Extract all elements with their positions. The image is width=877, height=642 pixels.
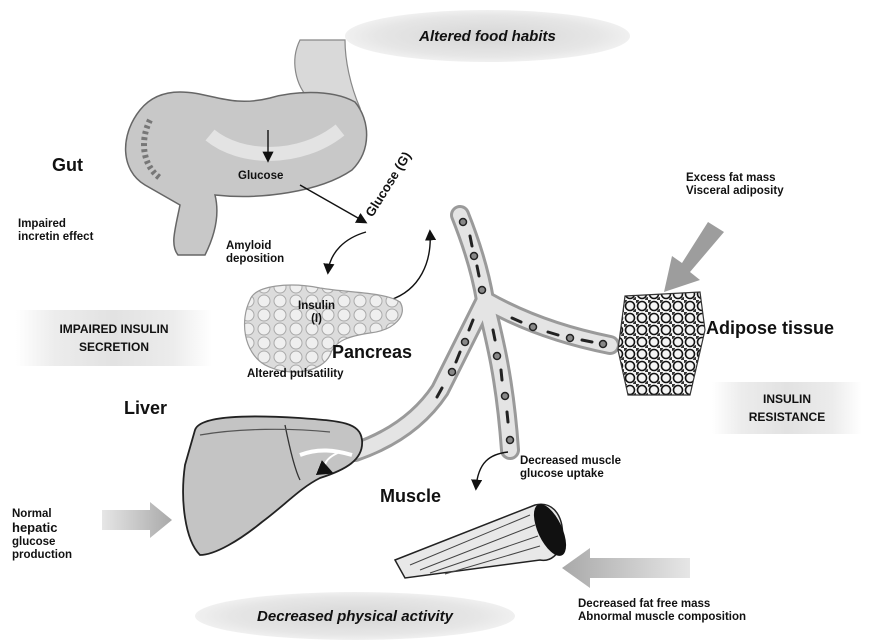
excess-fat-line-2: Visceral adiposity: [686, 185, 784, 198]
fat-free-line-2: Abnormal muscle composition: [578, 611, 746, 624]
insulin-label: Insulin (I): [298, 300, 335, 326]
muscle-uptake-arrow: [476, 452, 508, 488]
glucose-in-gut-label: Glucose: [238, 170, 283, 183]
liver-label: Liver: [124, 398, 167, 419]
adipose-tissue-illustration: [618, 292, 705, 395]
amyloid-line-1: Amyloid: [226, 240, 284, 253]
insulin-line-2: (I): [298, 313, 335, 326]
insulin-resistance-box: INSULIN RESISTANCE: [712, 382, 862, 434]
amyloid-line-2: deposition: [226, 253, 284, 266]
altered-food-habits-label: Altered food habits: [419, 28, 556, 45]
hepatic-line-4: production: [12, 549, 72, 562]
excess-fat-line-1: Excess fat mass: [686, 172, 784, 185]
fat-free-mass-label: Decreased fat free mass Abnormal muscle …: [578, 598, 746, 624]
blood-vessel-network: [355, 215, 610, 452]
impaired-incretin-label: Impaired incretin effect: [18, 218, 93, 244]
insulin-line-1: Insulin: [298, 300, 335, 313]
fat-free-line-1: Decreased fat free mass: [578, 598, 746, 611]
excess-fat-arrow: [664, 222, 724, 292]
impaired-secretion-line-2: SECRETION: [79, 338, 149, 356]
pancreas-label: Pancreas: [332, 342, 412, 363]
muscle-illustration: [395, 500, 573, 578]
stomach-illustration: [126, 40, 367, 255]
muscle-uptake-line-1: Decreased muscle: [520, 455, 621, 468]
altered-pulsatility-label: Altered pulsatility: [247, 368, 344, 381]
insulin-resistance-line-1: INSULIN: [763, 390, 811, 408]
liver-illustration: [183, 416, 362, 555]
glucose-flow-arrow: [300, 185, 365, 222]
excess-fat-label: Excess fat mass Visceral adiposity: [686, 172, 784, 198]
insulin-feedback-arrow: [390, 232, 430, 300]
impaired-incretin-line-2: incretin effect: [18, 231, 93, 244]
amyloid-arrow: [328, 232, 366, 272]
decreased-physical-activity-oval: Decreased physical activity: [195, 592, 515, 640]
decreased-physical-activity-label: Decreased physical activity: [257, 608, 453, 625]
insulin-resistance-line-2: RESISTANCE: [749, 408, 825, 426]
muscle-label: Muscle: [380, 486, 441, 507]
fat-free-mass-arrow: [562, 548, 690, 588]
muscle-uptake-line-2: glucose uptake: [520, 468, 621, 481]
gut-label: Gut: [52, 155, 83, 176]
amyloid-deposition-label: Amyloid deposition: [226, 240, 284, 266]
altered-food-habits-oval: Altered food habits: [345, 10, 630, 62]
hepatic-line-2: hepatic: [12, 521, 72, 536]
muscle-uptake-label: Decreased muscle glucose uptake: [520, 455, 621, 481]
impaired-incretin-line-1: Impaired: [18, 218, 93, 231]
hepatic-production-label: Normal hepatic glucose production: [12, 508, 72, 563]
hepatic-line-3: glucose: [12, 536, 72, 549]
adipose-tissue-label: Adipose tissue: [706, 318, 834, 339]
impaired-secretion-line-1: IMPAIRED INSULIN: [59, 320, 168, 338]
hepatic-input-arrow: [102, 502, 172, 538]
impaired-insulin-secretion-box: IMPAIRED INSULIN SECRETION: [16, 310, 212, 366]
